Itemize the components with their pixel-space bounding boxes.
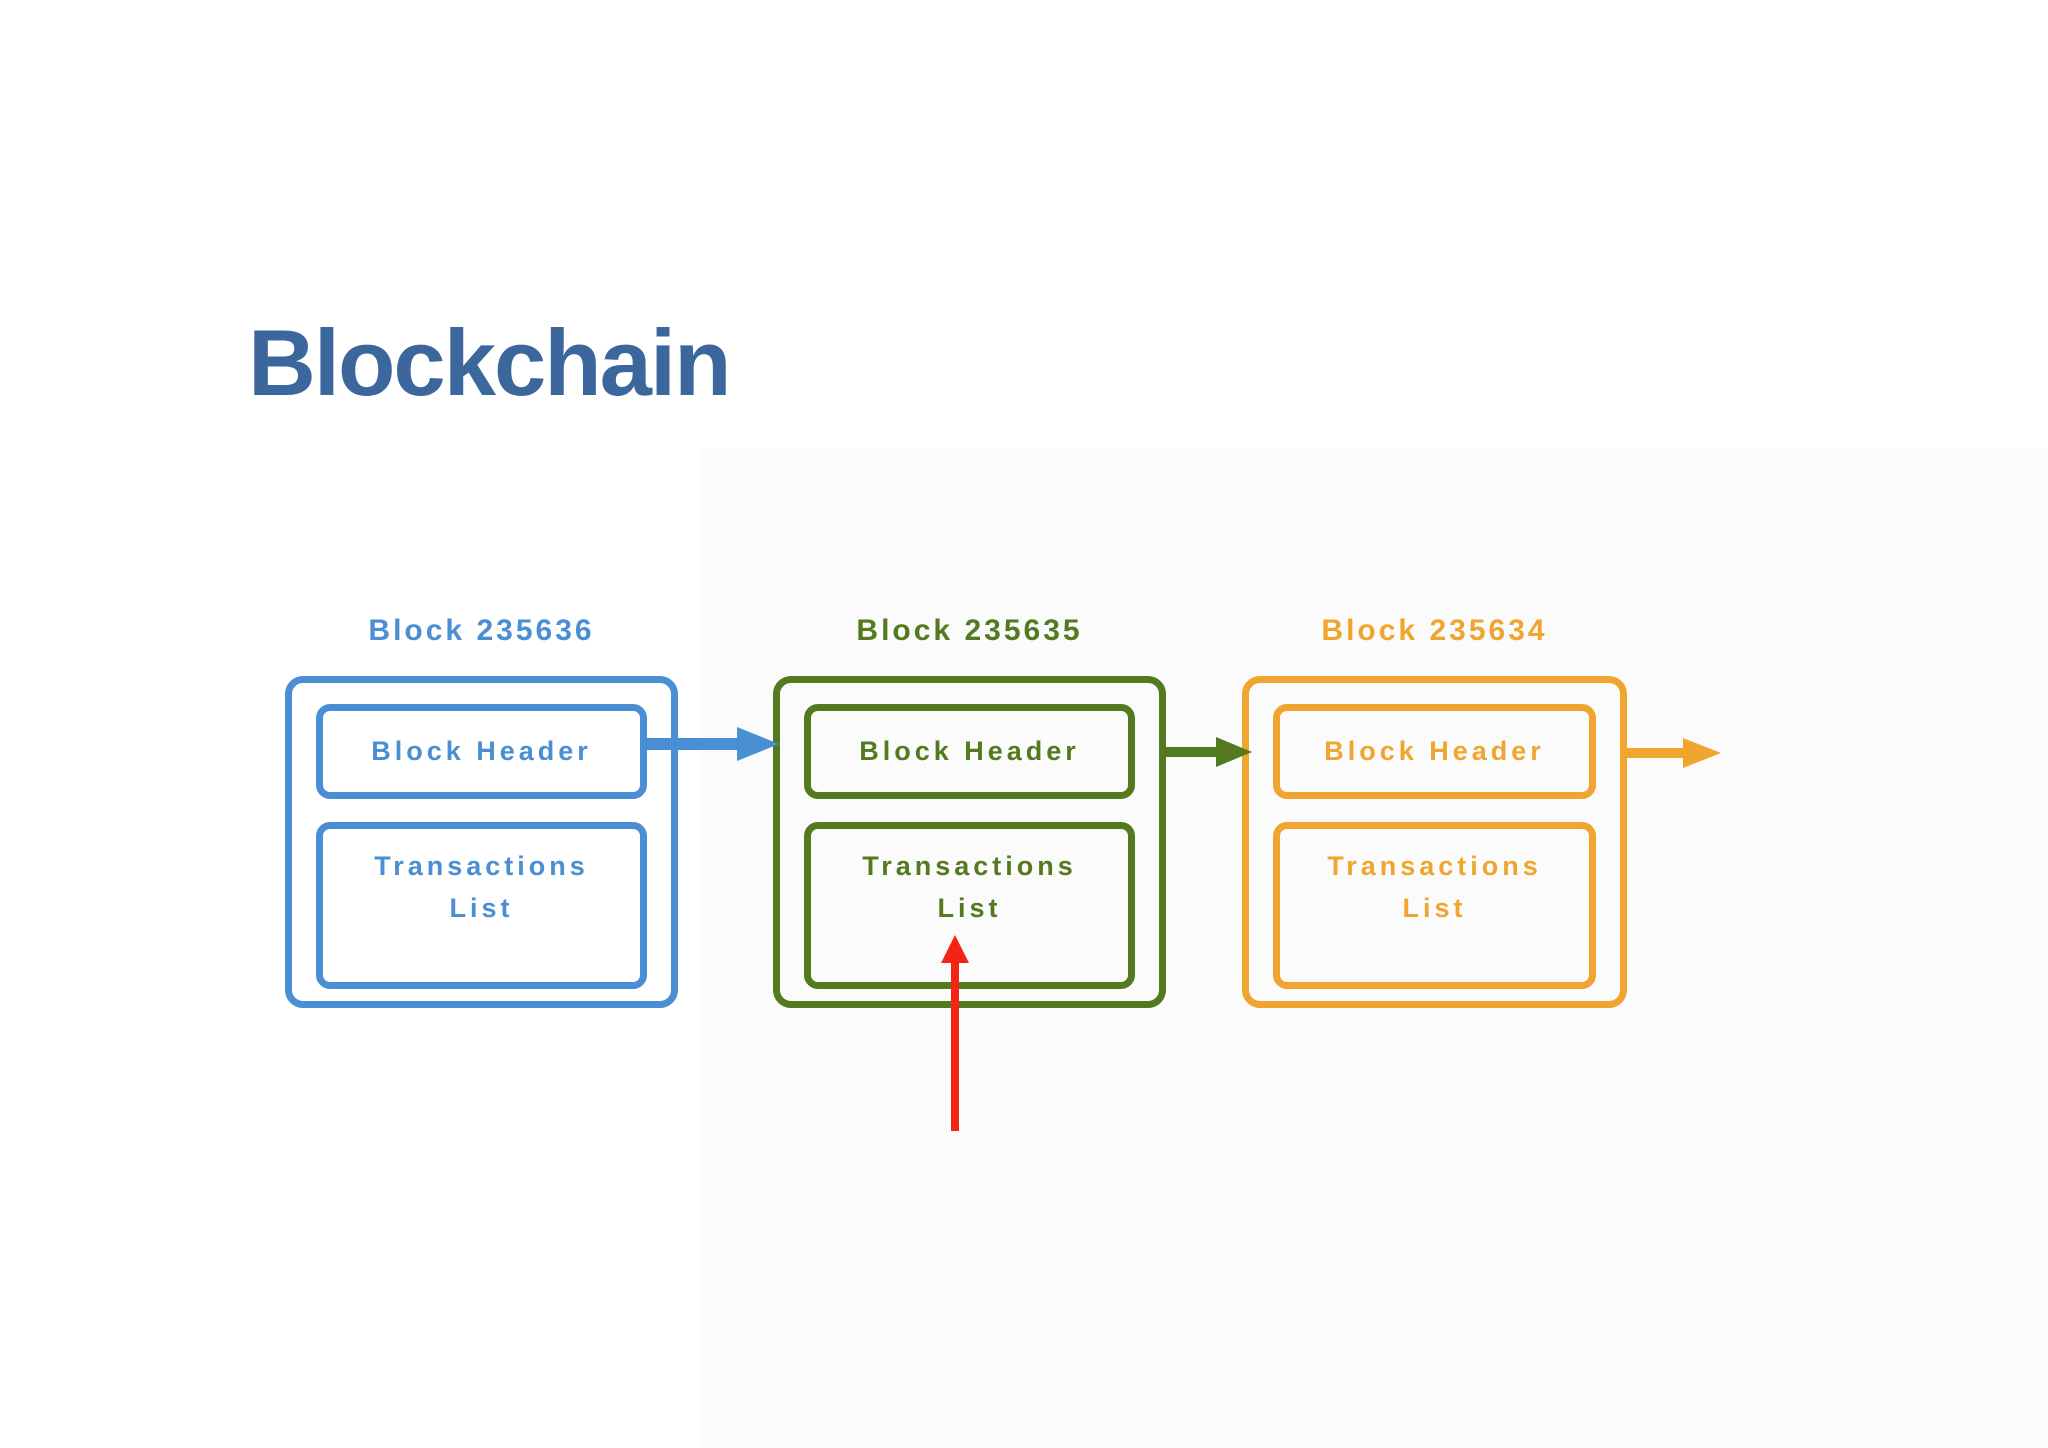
block-label: Block 235634 — [1321, 614, 1548, 647]
background-tint — [700, 448, 2048, 1448]
block-header-box: Block Header — [316, 704, 647, 799]
block-235634: Block 235634 Block Header Transactions L… — [1242, 614, 1627, 1008]
transactions-list-box: Transactions List — [1273, 822, 1596, 989]
block-outline: Block Header Transactions List — [1242, 676, 1627, 1008]
block-header-box: Block Header — [1273, 704, 1596, 799]
transactions-list-label: Transactions List — [374, 851, 589, 923]
block-header-label: Block Header — [371, 736, 592, 766]
block-label: Block 235635 — [856, 614, 1083, 647]
transactions-list-box: Transactions List — [316, 822, 647, 989]
block-header-box: Block Header — [804, 704, 1135, 799]
transactions-list-label: Transactions List — [862, 851, 1077, 923]
block-outline: Block Header Transactions List — [285, 676, 678, 1008]
block-header-label: Block Header — [859, 736, 1080, 766]
transactions-list-label: Transactions List — [1327, 851, 1542, 923]
block-label: Block 235636 — [368, 614, 595, 647]
block-header-label: Block Header — [1324, 736, 1545, 766]
block-235636: Block 235636 Block Header Transactions L… — [285, 614, 678, 1008]
page-title: Blockchain — [248, 310, 731, 415]
transactions-list-box: Transactions List — [804, 822, 1135, 989]
block-outline: Block Header Transactions List — [773, 676, 1166, 1008]
block-235635: Block 235635 Block Header Transactions L… — [773, 614, 1166, 1008]
